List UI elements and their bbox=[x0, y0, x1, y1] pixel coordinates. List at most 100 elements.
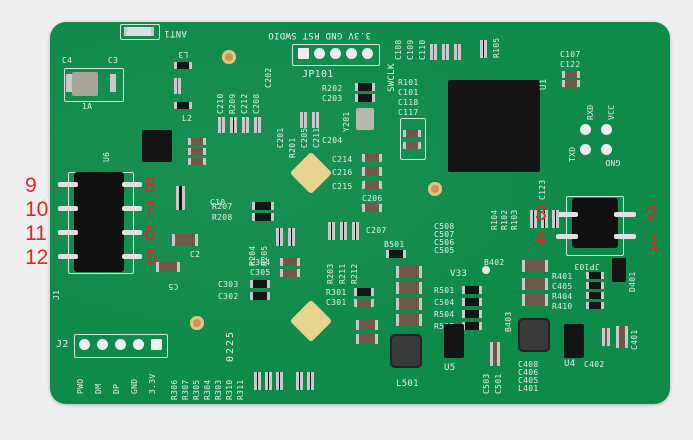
label-c123: C123 bbox=[538, 179, 547, 200]
pad-vcc[interactable] bbox=[601, 124, 612, 135]
pad-rxd[interactable] bbox=[580, 124, 591, 135]
jp101-pin-rst: RST bbox=[302, 30, 320, 40]
label-u5: U5 bbox=[444, 363, 456, 373]
label-r101: R101 bbox=[398, 78, 419, 87]
label-c118: C118 bbox=[398, 98, 419, 107]
label-c107: C107 bbox=[560, 50, 581, 59]
res-r504 bbox=[462, 310, 482, 318]
fuse-outline bbox=[64, 68, 124, 102]
j2-header bbox=[74, 334, 168, 358]
label-c305: C305 bbox=[250, 268, 271, 277]
date-code: 0225 bbox=[225, 329, 236, 362]
label-c211: C211 bbox=[312, 127, 321, 148]
label-c110: C110 bbox=[418, 39, 427, 60]
pin-label-2: 2 bbox=[646, 202, 658, 225]
cap-c5xx-1 bbox=[396, 266, 422, 278]
cap-c401 bbox=[616, 326, 628, 348]
jp101-pad-1 bbox=[298, 48, 309, 59]
label-u4: U4 bbox=[564, 359, 576, 369]
jp101-pad-2 bbox=[314, 48, 325, 59]
label-c208: C208 bbox=[252, 93, 261, 114]
cap-c214 bbox=[362, 154, 382, 162]
label-r211: R211 bbox=[338, 263, 347, 284]
cap-c215 bbox=[362, 181, 382, 189]
label-c214: C214 bbox=[332, 155, 353, 164]
cap-c211 bbox=[312, 112, 319, 128]
antenna-chip bbox=[124, 27, 154, 36]
j2-pin-dm: DM bbox=[94, 383, 103, 394]
label-c101: C101 bbox=[398, 88, 419, 97]
label-c507: C507 bbox=[434, 230, 455, 239]
label-r501: R501 bbox=[434, 286, 455, 295]
chip-u4 bbox=[564, 324, 584, 358]
cap-c302 bbox=[250, 292, 270, 300]
jp101-pin-swdio: SWDIO bbox=[268, 30, 297, 40]
res-r501 bbox=[462, 286, 482, 294]
j1-pin-6 bbox=[122, 230, 142, 235]
label-u6: U6 bbox=[102, 151, 111, 162]
label-r104: R104 bbox=[490, 209, 499, 230]
pcb-board: ANT1 C4 C3 1A L3 L2 C210 R209 C212 C208 … bbox=[50, 22, 670, 404]
label-r207: R207 bbox=[212, 202, 233, 211]
cap-c206 bbox=[362, 204, 382, 212]
j1-pin-12 bbox=[58, 254, 78, 259]
label-r304: R304 bbox=[203, 379, 212, 400]
cap-c304 bbox=[280, 258, 300, 266]
pad-txd[interactable] bbox=[580, 144, 591, 155]
cap-c303 bbox=[250, 280, 270, 288]
res-r209 bbox=[230, 117, 237, 133]
res-r410 bbox=[586, 302, 604, 309]
label-c406: C406 bbox=[518, 368, 539, 377]
label-c301: C301 bbox=[326, 298, 347, 307]
label-y201: Y201 bbox=[342, 111, 351, 132]
pin-label-1: 1 bbox=[648, 231, 660, 254]
label-j1: J1 bbox=[52, 289, 61, 300]
jp101-header bbox=[292, 44, 380, 66]
label-rxd: RXD bbox=[586, 104, 595, 120]
label-c203: C203 bbox=[322, 94, 343, 103]
label-c205: C205 bbox=[300, 127, 309, 148]
cap-u6-2 bbox=[188, 148, 206, 155]
label-v33: V33 bbox=[450, 269, 468, 279]
label-c501: C501 bbox=[494, 373, 503, 394]
label-r301: R301 bbox=[326, 288, 347, 297]
label-c122: C122 bbox=[560, 60, 581, 69]
inductor-l3 bbox=[174, 62, 192, 69]
label-r201: R201 bbox=[288, 137, 297, 158]
inductor-l401 bbox=[518, 318, 550, 352]
label-r212: R212 bbox=[350, 263, 359, 284]
mounting-via-u1 bbox=[428, 182, 442, 196]
label-r401: R401 bbox=[552, 272, 573, 281]
cap-c205 bbox=[300, 112, 307, 128]
j1-pin-10 bbox=[58, 206, 78, 211]
res-bottom-2 bbox=[265, 372, 272, 390]
cap-c208 bbox=[254, 117, 261, 133]
pad-gnd[interactable] bbox=[601, 144, 612, 155]
jp103-pin-2 bbox=[614, 212, 636, 217]
label-u1: U1 bbox=[539, 78, 549, 90]
cap-c504 bbox=[462, 298, 482, 306]
cap-c501 bbox=[490, 342, 500, 366]
mcu-u1 bbox=[448, 80, 540, 172]
label-c405b: C405 bbox=[518, 376, 539, 385]
label-txd: TXD bbox=[568, 146, 577, 162]
label-c117: C117 bbox=[398, 108, 419, 117]
label-c201: C201 bbox=[276, 127, 285, 148]
label-c5: C5 bbox=[168, 282, 179, 291]
chip-u5 bbox=[444, 324, 464, 358]
j2-pin-pwo: PWO bbox=[76, 378, 85, 394]
res-r401 bbox=[586, 272, 604, 279]
mounting-via bbox=[222, 50, 236, 64]
chip-u6 bbox=[142, 130, 172, 162]
res-bottom-5 bbox=[307, 372, 314, 390]
testpoint-v33[interactable] bbox=[482, 266, 490, 274]
resistor-l-mid bbox=[174, 78, 181, 94]
j1-pin-11 bbox=[58, 230, 78, 235]
label-r310: R310 bbox=[225, 379, 234, 400]
label-l3: L3 bbox=[178, 50, 189, 59]
label-r208: R208 bbox=[212, 213, 233, 222]
cap-c3 bbox=[110, 74, 116, 92]
label-l2: L2 bbox=[182, 114, 193, 123]
res-r205 bbox=[288, 228, 295, 246]
res-r202 bbox=[355, 83, 375, 91]
